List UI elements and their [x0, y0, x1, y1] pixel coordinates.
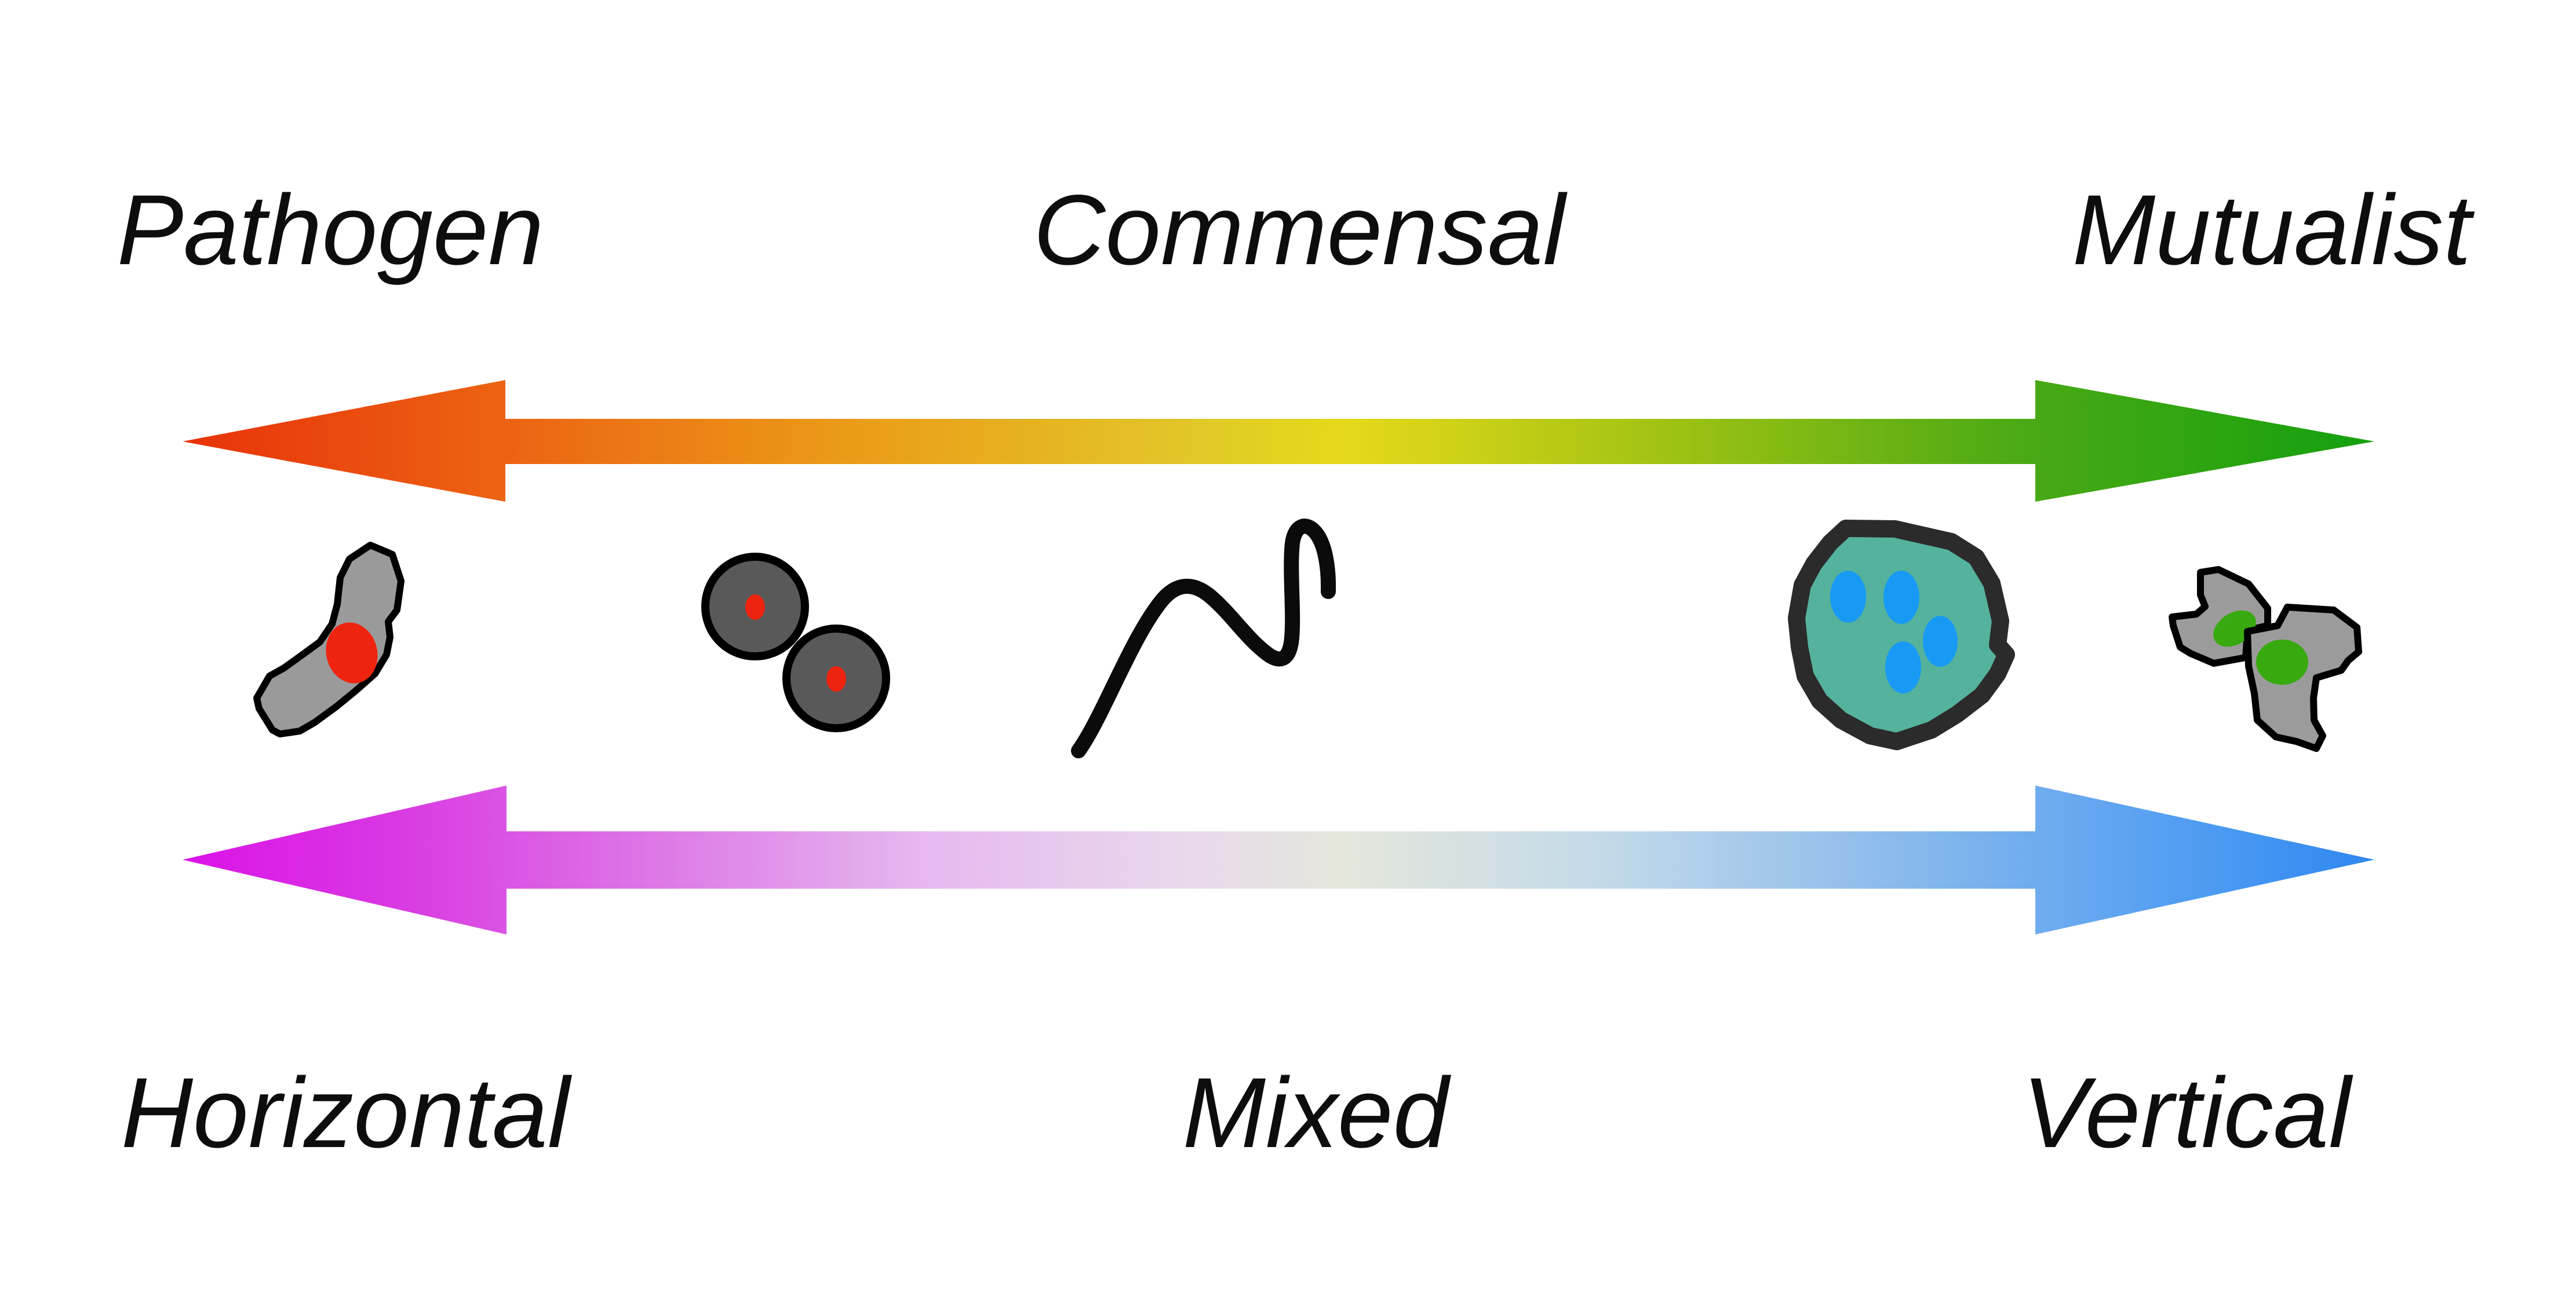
- cell-pair-green-symbiont-icon: [2169, 566, 2362, 752]
- top-gradient-arrow: [183, 380, 2374, 502]
- amoeboid-cell-icon: [253, 542, 405, 737]
- blue-symbiont-icon: [1923, 616, 1958, 667]
- green-symbiont-icon: [2256, 640, 2308, 685]
- label-mutualist: Mutualist: [2072, 174, 2472, 286]
- cocci-pair-icon: [701, 553, 890, 732]
- label-mixed: Mixed: [1182, 1057, 1449, 1168]
- label-pathogen: Pathogen: [116, 174, 544, 286]
- label-vertical: Vertical: [2022, 1057, 2351, 1168]
- red-nucleus-icon: [326, 622, 378, 684]
- host-cell-icon: [1788, 520, 2015, 750]
- blue-symbiont-icon: [1883, 571, 1919, 624]
- bottom-gradient-arrow: [183, 786, 2374, 934]
- red-nucleus-icon: [745, 594, 765, 620]
- blue-symbiont-icon: [1830, 571, 1866, 623]
- blue-symbiont-icon: [1885, 641, 1921, 693]
- label-commensal: Commensal: [1033, 174, 1565, 286]
- red-nucleus-icon: [826, 666, 846, 692]
- label-horizontal: Horizontal: [121, 1057, 570, 1168]
- spirochete-icon: [1071, 518, 1336, 758]
